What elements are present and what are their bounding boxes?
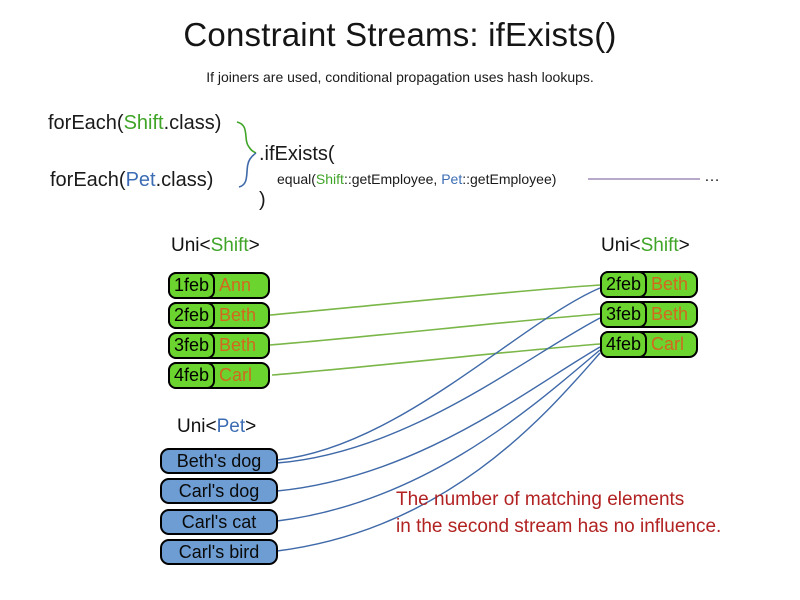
shift-date-cell: 3feb	[600, 301, 647, 328]
code-joiner: equal(Shift::getEmployee, Pet::getEmploy…	[277, 171, 556, 187]
shift-employee-cell: Beth	[219, 305, 257, 325]
pet-item: Carl's bird	[160, 539, 278, 565]
match-line-2feb	[269, 284, 601, 316]
pet-line-carls-bird-4feb	[276, 352, 601, 552]
code-ellipsis: …	[704, 168, 720, 185]
pet-line-beths-dog-3feb	[276, 317, 601, 464]
pet-stream-label: Uni<Pet>	[177, 416, 256, 438]
shift-row: 4feb Carl	[600, 331, 698, 358]
label-text: Uni<	[171, 235, 211, 256]
shift-date-cell: 2feb	[168, 302, 215, 329]
match-line-4feb	[271, 343, 601, 376]
shift-employee-cell: Beth	[651, 274, 689, 294]
code-text: equal(	[277, 171, 316, 187]
shift-type-token: Shift	[640, 235, 679, 256]
shift-row: 3feb Beth	[168, 332, 270, 359]
page-title: Constraint Streams: ifExists()	[183, 16, 617, 53]
shift-date-cell: 4feb	[600, 331, 647, 358]
shift-employee-cell: Carl	[219, 365, 253, 385]
right-shift-stream-label: Uni<Shift>	[601, 235, 690, 257]
shift-employee-cell: Carl	[651, 334, 685, 354]
shift-date-cell: 3feb	[168, 332, 215, 359]
shift-date-cell: 4feb	[168, 362, 215, 389]
code-foreach-shift: forEach(Shift.class)	[48, 112, 221, 135]
pet-type-token: Pet	[125, 169, 156, 191]
brace-top-green	[236, 121, 257, 154]
pet-line-carls-cat-4feb	[276, 349, 601, 522]
shift-date-cell: 2feb	[600, 271, 647, 298]
code-text: .class)	[163, 112, 222, 134]
shift-date-cell: 1feb	[168, 272, 215, 299]
match-line-3feb	[269, 313, 601, 346]
code-close-paren: )	[259, 189, 266, 211]
pet-type-token: Pet	[441, 171, 463, 187]
shift-type-token: Shift	[210, 235, 249, 256]
code-text: forEach(	[48, 112, 124, 134]
shift-employee-cell: Beth	[651, 304, 689, 324]
label-text: >	[245, 416, 257, 437]
pet-item: Beth's dog	[160, 448, 278, 474]
pet-item: Carl's dog	[160, 478, 278, 504]
shift-row: 2feb Beth	[168, 302, 270, 329]
shift-type-token: Shift	[123, 112, 164, 134]
label-text: >	[678, 235, 690, 256]
shift-employee-cell: Ann	[219, 275, 252, 295]
shift-type-token: Shift	[315, 171, 344, 187]
pet-type-token: Pet	[216, 416, 246, 437]
brace-bottom-blue	[238, 152, 257, 188]
pet-line-carls-dog-4feb	[276, 346, 601, 492]
label-text: >	[248, 235, 260, 256]
pet-item: Carl's cat	[160, 509, 278, 535]
pet-line-beths-dog-2feb	[276, 287, 601, 461]
code-text: .class)	[155, 169, 214, 191]
code-ifexists: .ifExists(	[259, 143, 335, 165]
code-foreach-pet: forEach(Pet.class)	[50, 169, 213, 192]
page-subtitle: If joiners are used, conditional propaga…	[206, 69, 594, 85]
shift-row: 3feb Beth	[600, 301, 698, 328]
note-line-2: in the second stream has no influence.	[396, 516, 722, 537]
left-shift-stream-label: Uni<Shift>	[171, 235, 260, 257]
code-text: ::getEmployee)	[462, 171, 557, 187]
label-text: Uni<	[601, 235, 641, 256]
note-text: The number of matching elements in the s…	[396, 486, 721, 540]
code-text: forEach(	[50, 169, 126, 191]
note-line-1: The number of matching elements	[396, 489, 685, 510]
shift-row: 2feb Beth	[600, 271, 698, 298]
shift-row: 4feb Carl	[168, 362, 270, 389]
code-text: ::getEmployee,	[343, 171, 442, 187]
shift-employee-cell: Beth	[219, 335, 257, 355]
shift-row: 1feb Ann	[168, 272, 270, 299]
label-text: Uni<	[177, 416, 217, 437]
